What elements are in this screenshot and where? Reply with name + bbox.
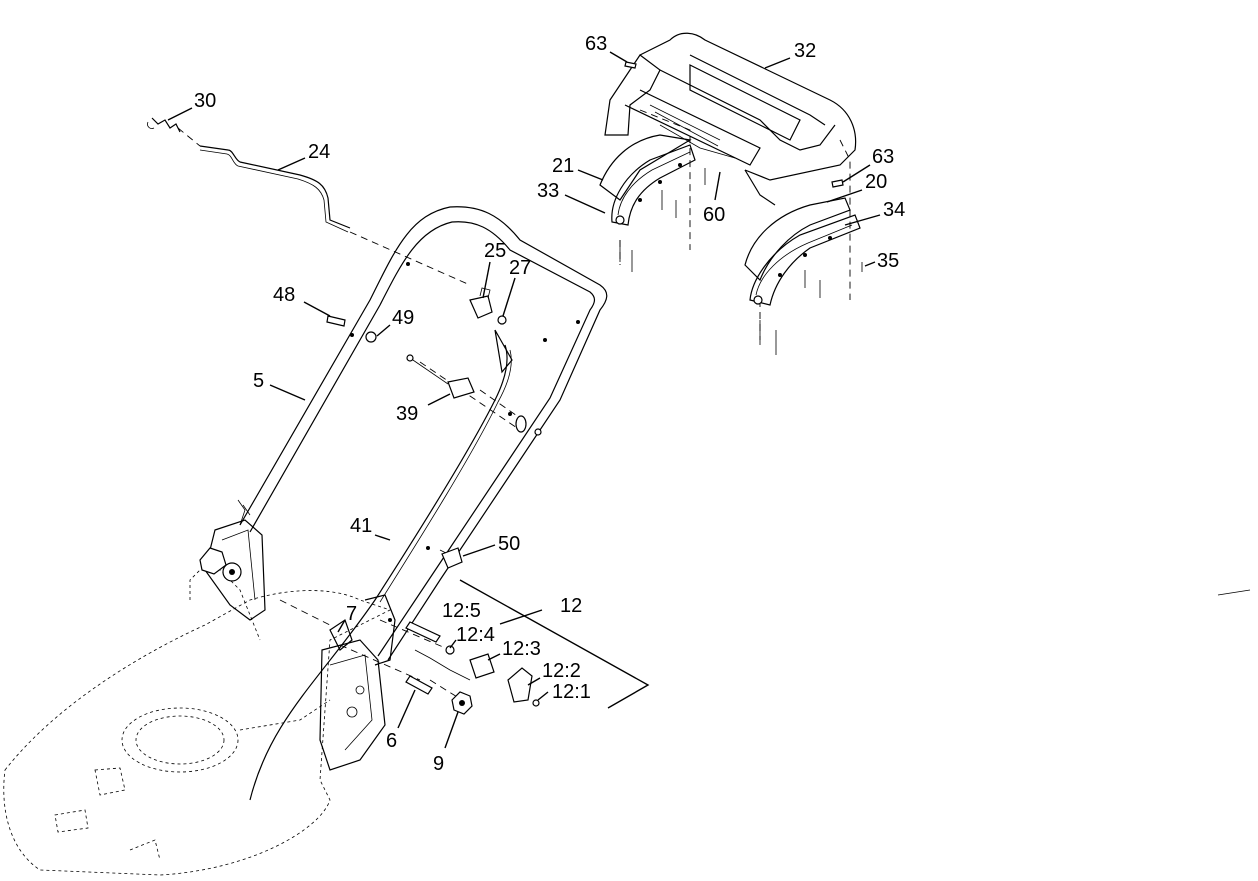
- bolt-assembly-39: [406, 354, 542, 436]
- label-63-top: 63: [585, 33, 607, 55]
- leader-lines: [167, 51, 881, 749]
- label-30: 30: [194, 90, 216, 112]
- label-5: 5: [253, 370, 264, 392]
- label-24: 24: [308, 141, 330, 163]
- pin-63-top: [624, 61, 637, 69]
- label-35: 35: [877, 250, 899, 272]
- clip-27: [497, 315, 507, 325]
- label-9: 9: [433, 753, 444, 775]
- label-33: 33: [537, 180, 559, 202]
- right-grip-20-34: [744, 197, 863, 355]
- label-27: 27: [509, 257, 531, 279]
- pin-63-right: [831, 179, 844, 188]
- right-height-bracket: [319, 594, 396, 771]
- label-12-5: 12:5: [442, 600, 481, 622]
- bolt-6: [405, 675, 433, 695]
- label-48: 48: [273, 284, 295, 306]
- rod-24: [199, 145, 351, 233]
- label-63-right: 63: [872, 146, 894, 168]
- label-12-2: 12:2: [542, 660, 581, 682]
- knob-assembly-12: [405, 621, 540, 707]
- label-34: 34: [883, 199, 905, 221]
- left-height-bracket: [199, 499, 266, 621]
- pin-48: [326, 315, 346, 327]
- label-60: 60: [703, 204, 725, 226]
- label-50: 50: [498, 533, 520, 555]
- label-49: 49: [392, 307, 414, 329]
- label-12: 12: [560, 595, 582, 617]
- part-labels: 63 32 30 24 21 33 60 63 20 34 35 25 27 4…: [194, 33, 905, 775]
- mower-deck: [3, 559, 392, 876]
- nut-49: [365, 331, 377, 343]
- spacer-50: [441, 547, 463, 569]
- handle-frame: [239, 206, 608, 661]
- spring-30: [147, 117, 181, 133]
- knob-9: [451, 691, 473, 715]
- alignment-lines: [177, 109, 851, 706]
- label-39: 39: [396, 403, 418, 425]
- label-25: 25: [484, 240, 506, 262]
- label-12-3: 12:3: [502, 638, 541, 660]
- label-32: 32: [794, 40, 816, 62]
- label-21: 21: [552, 155, 574, 177]
- cable: [249, 329, 513, 801]
- control-bar-32: [604, 32, 857, 206]
- label-12-1: 12:1: [552, 681, 591, 703]
- label-41: 41: [350, 515, 372, 537]
- label-12-4: 12:4: [456, 624, 495, 646]
- knob-25: [469, 287, 493, 319]
- label-20: 20: [865, 171, 887, 193]
- label-7: 7: [346, 603, 357, 625]
- label-6: 6: [386, 730, 397, 752]
- left-grip-21-33: [599, 134, 706, 272]
